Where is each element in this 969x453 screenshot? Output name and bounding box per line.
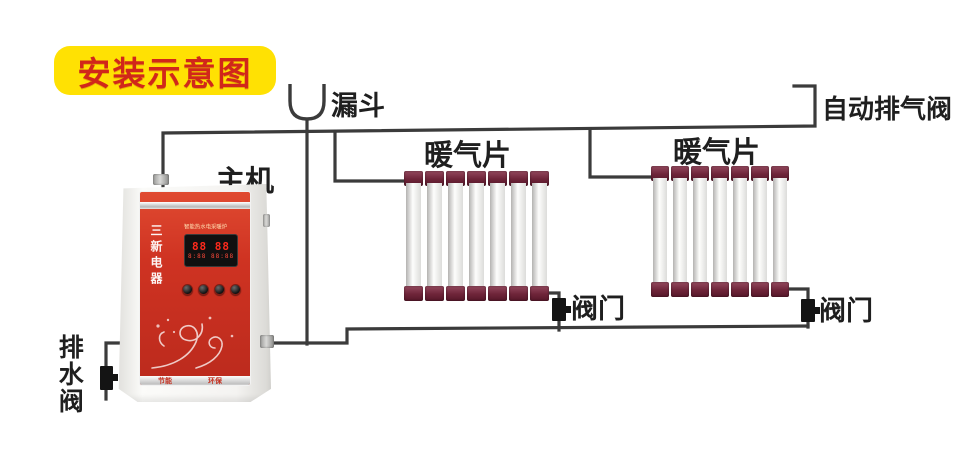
main-unit-front-panel: 三新电器 智能热水电采暖炉 88 88 8:88 88:88 xyxy=(139,191,251,386)
diagram-title: 安装示意图 xyxy=(54,46,276,95)
radiator-column xyxy=(711,166,729,297)
radiator-column xyxy=(425,171,444,301)
valve1-icon xyxy=(552,298,566,321)
radiator2-label: 暖气片 xyxy=(673,135,761,169)
radiator1-inlet-pipe xyxy=(333,130,405,183)
right-pipe-fitting xyxy=(260,335,274,348)
radiator-column xyxy=(731,166,749,297)
panel-trim xyxy=(140,202,250,209)
drain-valve-icon xyxy=(100,366,113,390)
valve1-label: 阀门 xyxy=(571,294,625,325)
display-line1: 88 88 xyxy=(191,240,231,253)
footer-label: 环保 xyxy=(208,377,222,385)
valve1-handle-icon xyxy=(566,306,571,313)
valve2-label: 阀门 xyxy=(819,296,873,327)
control-button xyxy=(230,284,241,295)
valve2-handle-icon xyxy=(815,307,820,314)
radiator-column xyxy=(771,166,789,297)
funnel-icon xyxy=(288,84,326,121)
radiator1-label: 暖气片 xyxy=(424,138,512,172)
radiator-column xyxy=(488,171,507,301)
radiator xyxy=(651,166,789,297)
radiator-column xyxy=(530,171,549,301)
display-line2: 8:88 88:88 xyxy=(187,253,235,260)
brand-text: 三新电器 xyxy=(149,224,163,288)
footer-label: 节能 xyxy=(158,377,172,385)
radiator-column xyxy=(446,171,465,301)
control-buttons xyxy=(182,284,241,295)
panel-footer-band: 节能 环保 xyxy=(140,376,250,385)
control-button xyxy=(214,284,225,295)
radiator xyxy=(404,171,549,301)
floral-decoration xyxy=(151,316,234,369)
radiator-column xyxy=(671,166,689,297)
led-display: 88 88 8:88 88:88 xyxy=(184,234,238,267)
radiator-column xyxy=(751,166,769,297)
control-button xyxy=(182,284,193,295)
auto-exhaust-valve-label: 自动排气阀 xyxy=(822,95,953,125)
top-pipe-fitting xyxy=(153,174,169,185)
return-pipe xyxy=(261,324,810,345)
radiator-column xyxy=(509,171,528,301)
radiator-column xyxy=(651,166,669,297)
funnel-label: 漏斗 xyxy=(331,91,385,122)
valve2-icon xyxy=(801,299,815,322)
supply-pipe xyxy=(161,84,817,189)
radiator-column xyxy=(404,171,423,301)
drain-valve-handle-icon xyxy=(113,374,118,381)
radiator2-inlet-pipe xyxy=(588,127,652,179)
side-connector xyxy=(263,214,270,227)
radiator-column xyxy=(467,171,486,301)
radiator-column xyxy=(691,166,709,297)
drain-valve-label: 排水阀 xyxy=(55,334,85,415)
panel-header-text: 智能热水电采暖炉 xyxy=(184,224,228,231)
control-button xyxy=(198,284,209,295)
main-unit: 三新电器 智能热水电采暖炉 88 88 8:88 88:88 xyxy=(114,174,274,402)
